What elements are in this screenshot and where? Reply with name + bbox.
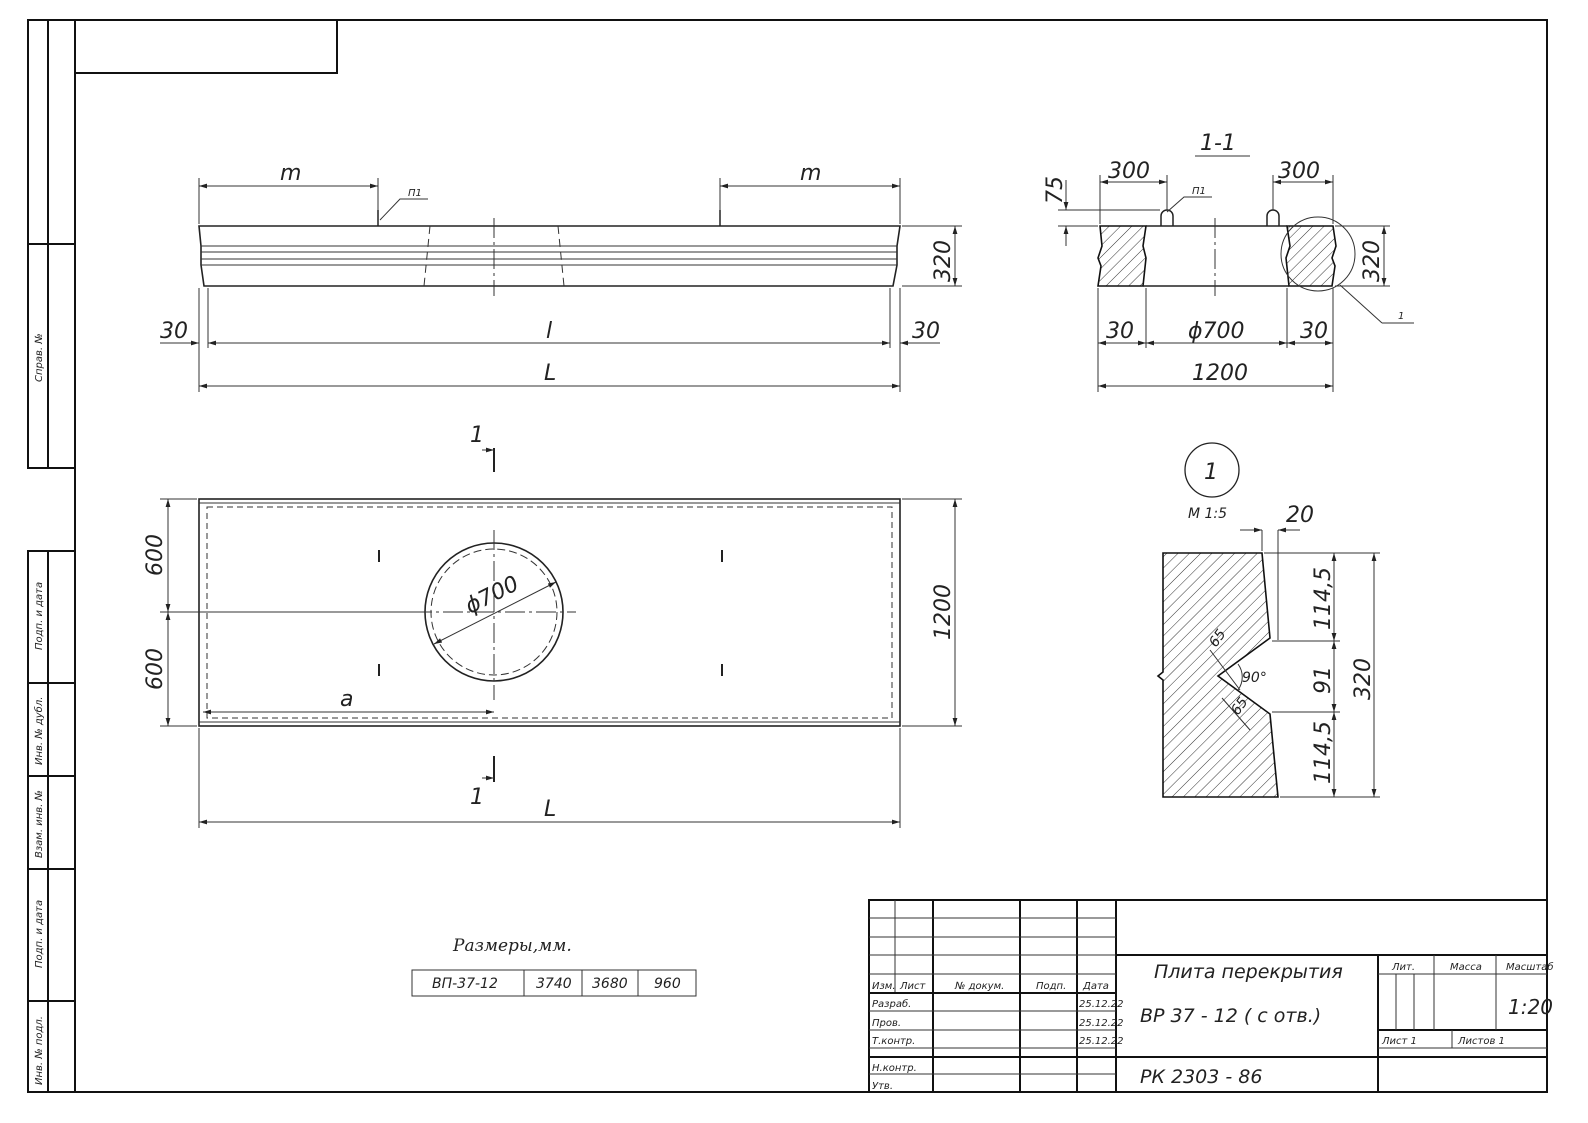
detail-dim-91: 91 <box>1311 666 1336 694</box>
side-dim-height: 320 <box>931 240 956 282</box>
side-view: m m П1 320 30 l 30 L <box>160 161 962 392</box>
section-dim-30-right: 30 <box>1300 319 1328 344</box>
plan-dim-600-bottom: 600 <box>143 648 168 690</box>
tb-doc-code: РК 2303 - 86 <box>1140 1066 1262 1088</box>
tb-scale-value: 1:20 <box>1508 995 1553 1019</box>
detail-dim-20: 20 <box>1286 503 1314 528</box>
tb-role-nkontr: Н.контр. <box>872 1063 917 1074</box>
plan-dim-600-top: 600 <box>143 534 168 576</box>
tb-title-line1: Плита перекрытия <box>1154 961 1343 983</box>
tb-sheet-label: Лист 1 <box>1381 1036 1417 1047</box>
detail-marker-circle <box>1280 216 1356 292</box>
side-stamp-top-label: Справ. № <box>34 333 45 382</box>
plan-cut-mark-bottom: 1 <box>470 785 484 810</box>
detail-label: 1 <box>1204 460 1218 485</box>
section-title: 1-1 <box>1200 131 1236 156</box>
side-dim-30-right: 30 <box>912 319 940 344</box>
plan-view: ϕ700 1 1 600 600 a 1200 L <box>143 423 962 828</box>
plan-cut-mark-top: 1 <box>470 423 484 448</box>
tb-role-tkontr: Т.контр. <box>872 1036 915 1047</box>
side-stamp-label-3: Взам. инв. № <box>34 790 45 858</box>
tb-date-1: 25.12.22 <box>1079 999 1124 1010</box>
section-dim-320: 320 <box>1360 240 1385 282</box>
tb-role-prov: Пров. <box>872 1018 901 1029</box>
side-dim-L: L <box>544 361 556 386</box>
tb-header-list: Лист <box>899 981 927 992</box>
section-dim-30-left: 30 <box>1106 319 1134 344</box>
tb-date-2: 25.12.22 <box>1079 1018 1124 1029</box>
side-stamp: Справ. № Подп. и дата Инв. № дубл. Взам.… <box>27 19 76 1093</box>
tb-role-utv: Утв. <box>872 1081 893 1092</box>
side-dim-l: l <box>546 319 552 344</box>
detail-dim-320: 320 <box>1351 658 1376 700</box>
section-dim-hole: ϕ700 <box>1188 319 1245 344</box>
section-dim-1200: 1200 <box>1192 361 1248 386</box>
plan-dim-1200: 1200 <box>931 584 956 640</box>
tb-sheets-label: Листов 1 <box>1457 1036 1505 1047</box>
tb-title-line2: ВР 37 - 12 ( с отв.) <box>1140 1005 1321 1027</box>
section-dim-300-left: 300 <box>1108 159 1150 184</box>
detail-scale: М 1:5 <box>1188 506 1227 522</box>
dimensions-cell-1: 3740 <box>536 976 572 992</box>
side-stamp-label-1: Подп. и дата <box>34 582 45 650</box>
side-callout-p1: П1 <box>408 188 422 199</box>
detail-dim-114-top: 114,5 <box>1311 567 1336 630</box>
side-dim-m-left: m <box>280 161 301 186</box>
tb-header-izm: Изм. <box>872 981 896 992</box>
detail-dim-114-bottom: 114,5 <box>1311 721 1336 784</box>
section-detail-ref: 1 <box>1398 311 1404 322</box>
dimensions-cell-2: 3680 <box>592 976 628 992</box>
section-dim-75: 75 <box>1043 176 1068 204</box>
side-stamp-label-5: Инв. № подл. <box>34 1016 45 1085</box>
plan-dim-a: a <box>340 687 353 712</box>
tb-header-doc: № докум. <box>954 981 1004 992</box>
tb-mass-label: Масса <box>1450 962 1482 973</box>
side-stamp-label-2: Инв. № дубл. <box>33 697 45 765</box>
dimensions-table: Размеры,мм. ВП-37-12 3740 3680 960 <box>411 936 697 997</box>
detail-angle: 90° <box>1242 670 1267 686</box>
title-block: Изм. Лист № докум. Подп. Дата Разраб. Пр… <box>868 899 1554 1093</box>
tb-date-3: 25.12.22 <box>1079 1036 1124 1047</box>
section-callout-p1: П1 <box>1192 186 1206 197</box>
section-view: 1-1 1 300 300 75 П1 <box>1043 131 1414 392</box>
top-left-stamp-box <box>74 19 338 74</box>
detail-view: 1 М 1:5 20 114,5 91 114,5 320 65 65 90° <box>1156 442 1380 798</box>
tb-scale-label: Масштаб <box>1506 961 1554 973</box>
dimensions-table-caption: Размеры,мм. <box>452 936 572 956</box>
section-dim-300-right: 300 <box>1278 159 1320 184</box>
tb-header-date: Дата <box>1082 981 1109 992</box>
plan-dim-L: L <box>544 797 556 822</box>
side-dim-m-right: m <box>800 161 821 186</box>
dimensions-cell-3: 960 <box>654 976 681 992</box>
side-stamp-label-4: Подп. и дата <box>34 900 45 968</box>
tb-lit-label: Лит. <box>1391 962 1415 973</box>
dimensions-cell-name: ВП-37-12 <box>432 976 498 992</box>
side-dim-30-left: 30 <box>160 319 188 344</box>
tb-role-razrab: Разраб. <box>872 998 911 1010</box>
tb-header-sign: Подп. <box>1036 981 1066 992</box>
